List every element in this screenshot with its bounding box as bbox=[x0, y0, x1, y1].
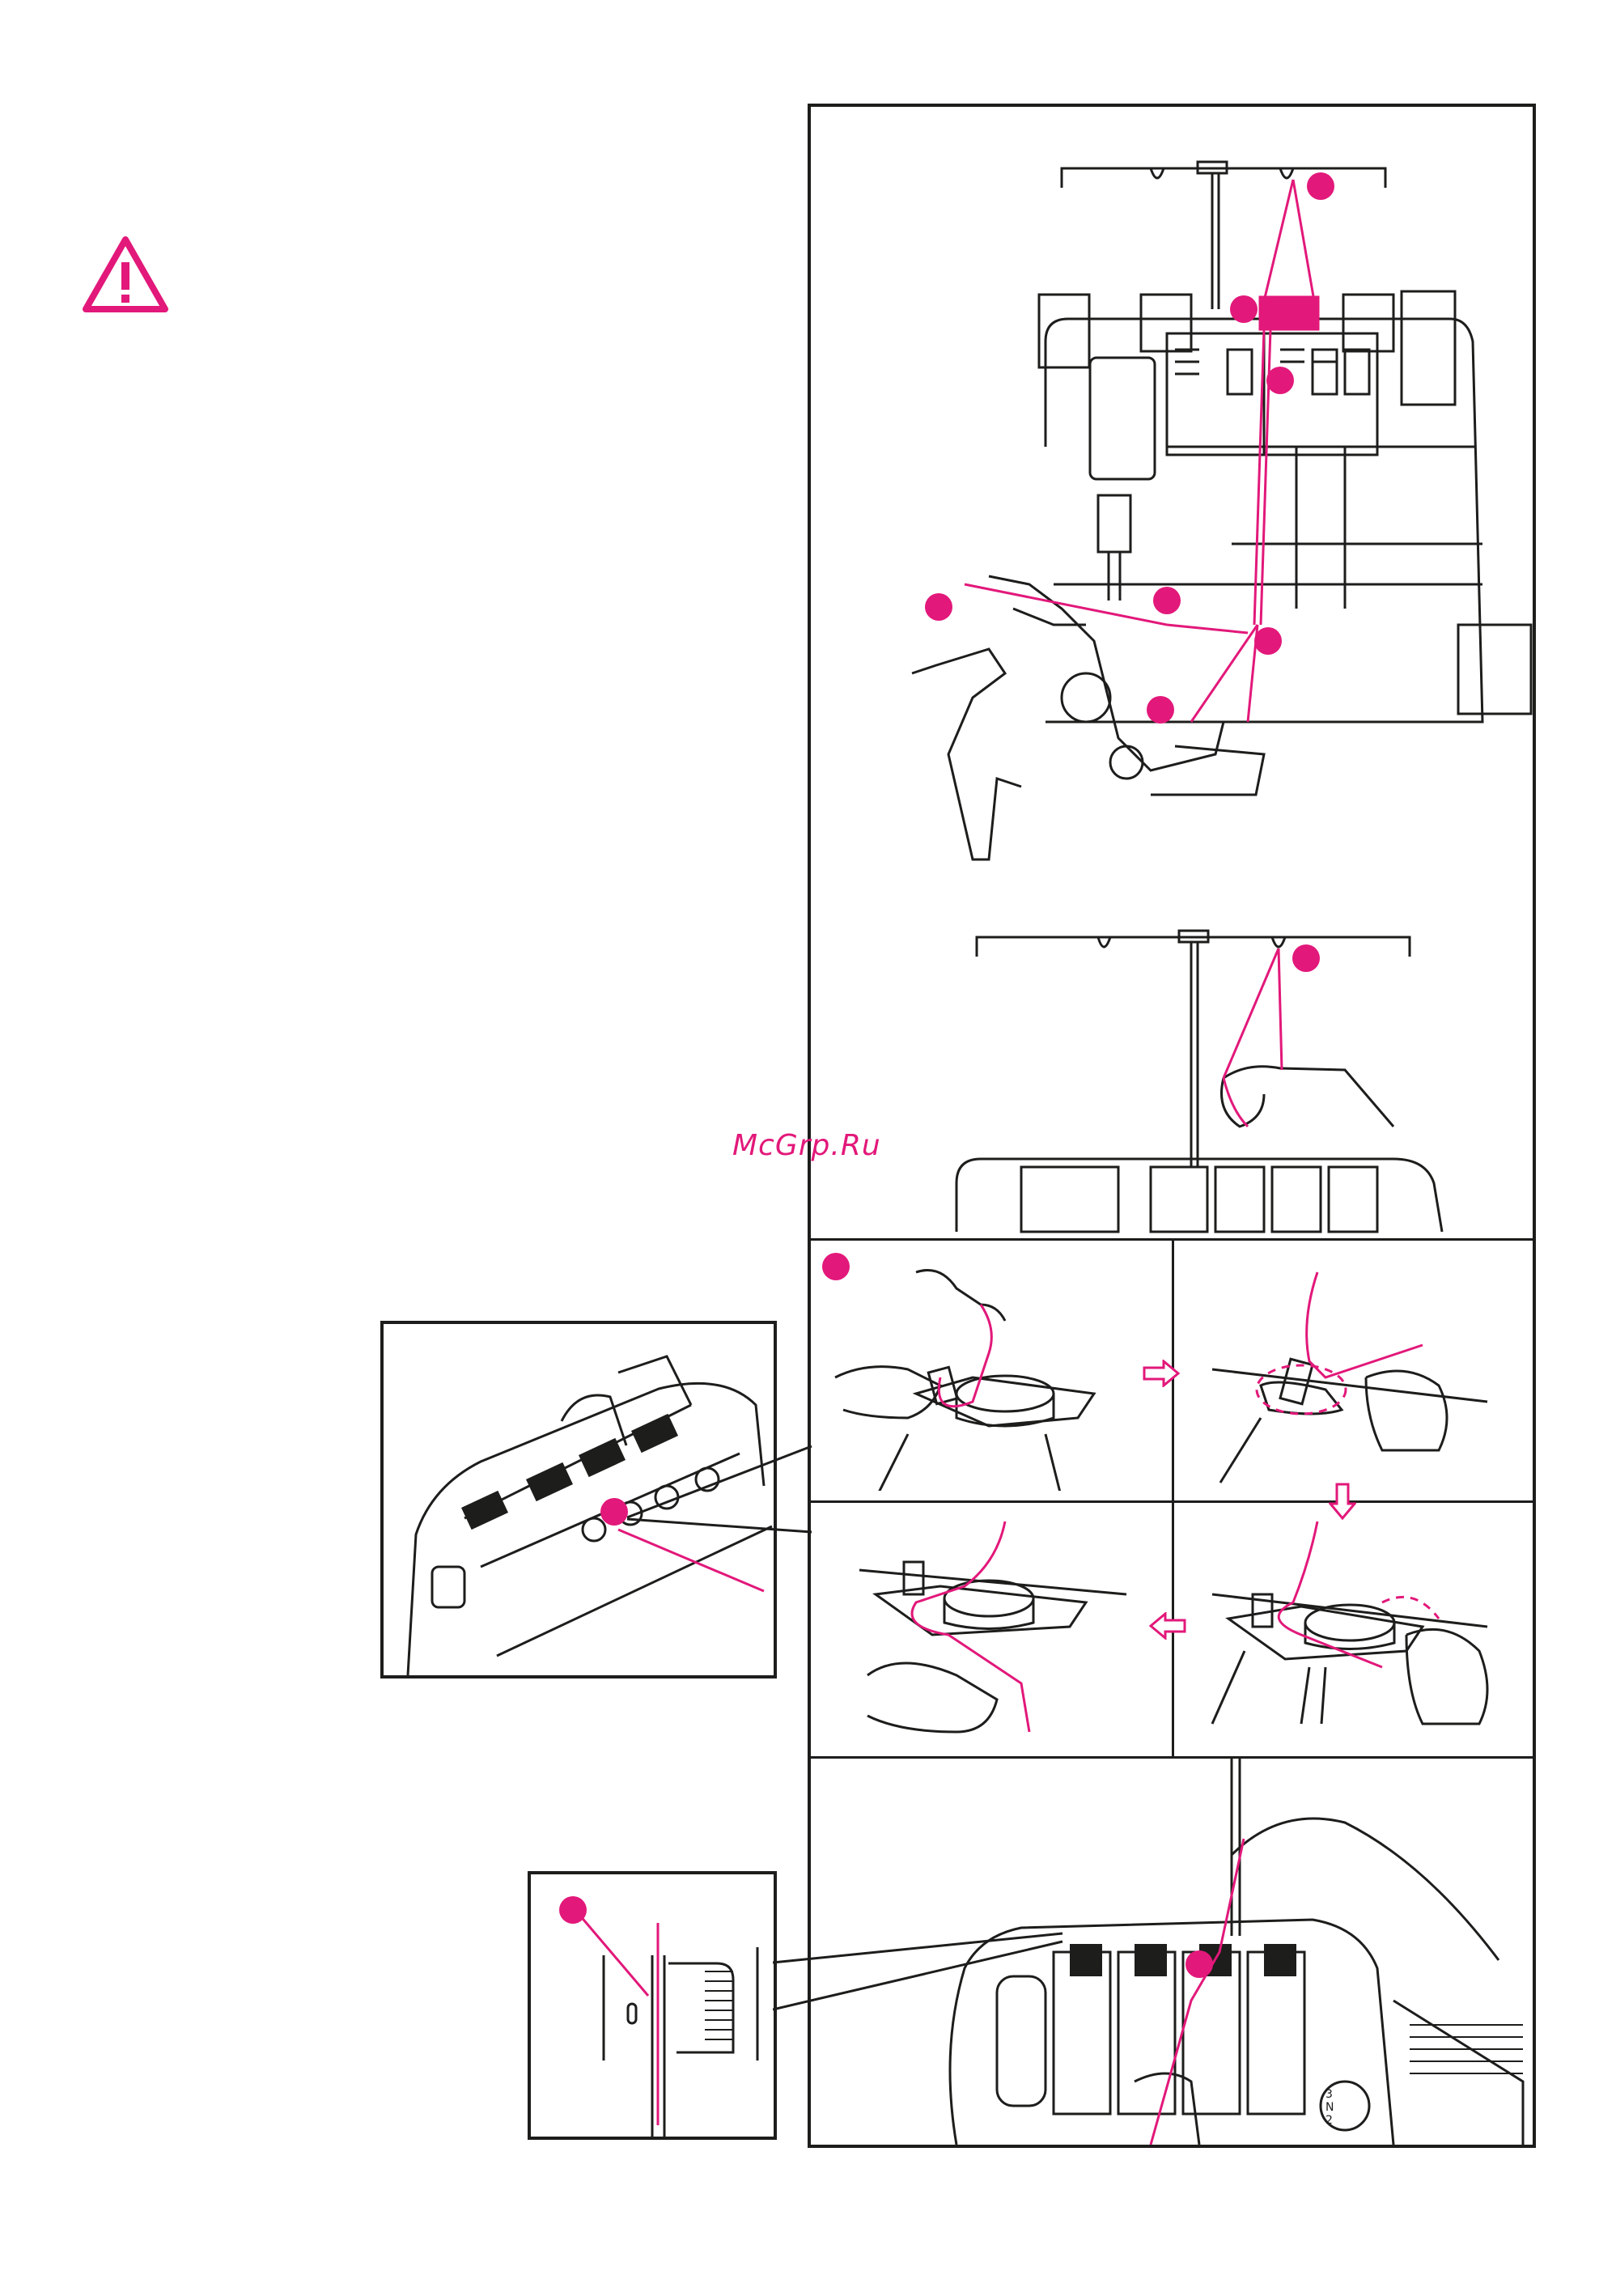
dial-number-2: 2 bbox=[1325, 2114, 1333, 2127]
callout-lines-lower bbox=[773, 1930, 1064, 2011]
thread-guide-inset bbox=[528, 1871, 777, 2140]
dial-number-n: N bbox=[1325, 2101, 1334, 2114]
watermark-text: McGrp.Ru bbox=[732, 1129, 881, 1162]
threading-path-illustration bbox=[811, 107, 1533, 884]
thread-stand-illustration bbox=[811, 924, 1533, 1240]
tension-step-1-illustration bbox=[819, 1256, 1167, 1491]
tension-step-4-illustration bbox=[1180, 1513, 1528, 1748]
tension-step-3-illustration bbox=[819, 1513, 1167, 1748]
warning-triangle-icon bbox=[81, 235, 170, 314]
grid-divider-vertical bbox=[1172, 1240, 1174, 1756]
dial-number-3: 3 bbox=[1325, 2088, 1333, 2101]
main-illustration-panel: 3 N 2 bbox=[808, 104, 1536, 2148]
tension-step-2-illustration bbox=[1180, 1256, 1528, 1491]
hollow-arrow-right-icon bbox=[1143, 1360, 1180, 1387]
callout-lines-upper bbox=[627, 1445, 813, 1534]
